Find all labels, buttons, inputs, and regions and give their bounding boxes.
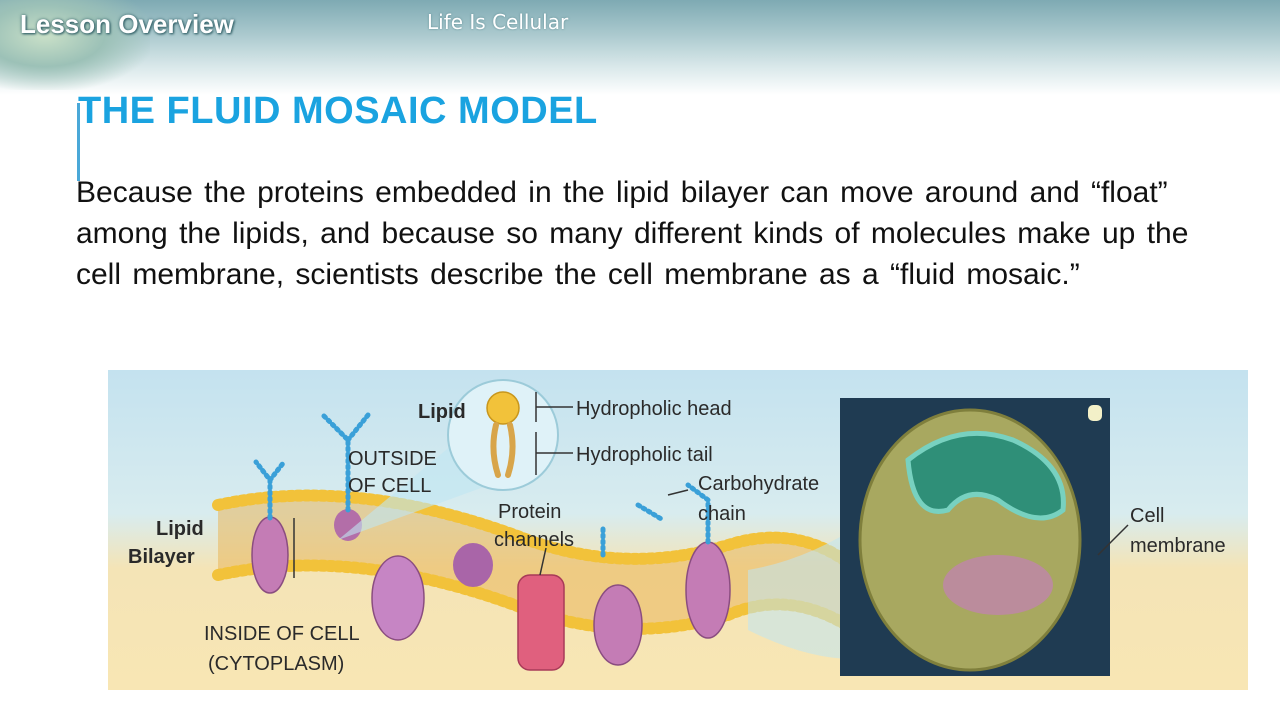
protein-channel-pointer (539, 547, 547, 576)
cell-membrane-label-line1: Cell (1130, 505, 1164, 527)
hydrophobic-tail-label: Hydropholic tail (576, 444, 713, 466)
lipid-heads-top (212, 489, 874, 586)
slide-title: THE FLUID MOSAIC MODEL (78, 90, 598, 132)
lipid-head-icon (486, 391, 520, 425)
lipid-brackets (535, 392, 573, 475)
membrane-protein (593, 584, 643, 666)
carbohydrate-chain (600, 482, 711, 558)
carbohydrate-chain (320, 412, 371, 513)
carbohydrate-chain (635, 502, 666, 523)
lipid-tail-icon (490, 422, 516, 478)
protein-channels-label-line2: channels (494, 529, 574, 551)
carbohydrate-label-line2: chain (698, 503, 746, 525)
cell-granules (943, 555, 1053, 615)
lipid-zoom-circle (447, 379, 559, 491)
carbohydrate-pointer (667, 489, 689, 496)
carbohydrate-chain (253, 459, 287, 521)
lipid-label: Lipid (418, 401, 466, 423)
protein-channels-label-line1: Protein (498, 501, 561, 523)
membrane-figure: Lipid Hydropholic head Hydropholic tail … (108, 370, 1248, 690)
protein-channel (517, 574, 565, 671)
lipid-bilayer-label-line1: Lipid (156, 518, 204, 540)
membrane-protein (453, 543, 493, 587)
header-banner (0, 0, 1280, 95)
micrograph-spot (1088, 405, 1102, 421)
slide-body-text: Because the proteins embedded in the lip… (76, 176, 1189, 291)
chapter-label: Life Is Cellular (427, 10, 569, 34)
membrane-protein (685, 541, 731, 639)
lesson-label: Lesson Overview (20, 9, 234, 39)
membrane-protein (371, 555, 425, 641)
carbohydrate-label-line1: Carbohydrate (698, 473, 819, 495)
title-accent-bar (77, 103, 80, 181)
hydrophilic-head-label: Hydropholic head (576, 398, 732, 420)
cell-membrane-pointer (1097, 524, 1129, 556)
banner-decoration (0, 0, 150, 90)
outside-cell-label-line1: OUTSIDE (348, 448, 437, 470)
cell-nucleus (905, 430, 1066, 521)
membrane-protein (251, 516, 289, 594)
membrane-illustration: Lipid Hydropholic head Hydropholic tail … (128, 379, 1226, 676)
cell-membrane-label-line2: membrane (1130, 535, 1226, 557)
lipid-bilayer-label-line2: Bilayer (128, 546, 195, 568)
inside-cell-label-line1: INSIDE OF CELL (204, 623, 360, 645)
inside-cell-label-line2: (CYTOPLASM) (208, 653, 344, 675)
outside-cell-label-line2: OF CELL (348, 475, 431, 497)
